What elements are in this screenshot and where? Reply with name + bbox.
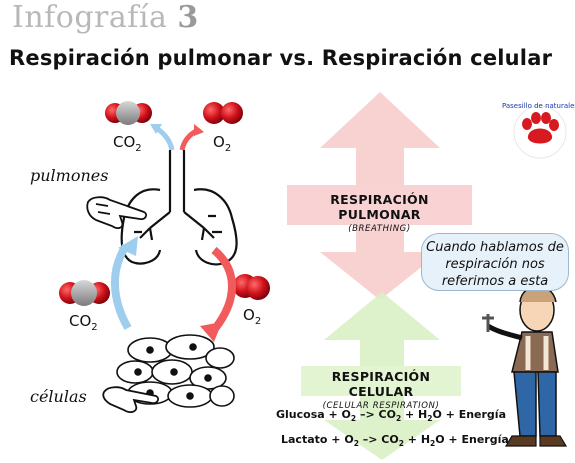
glucose-equation: Glucosa + O2 –> CO2 + H2O + Energía bbox=[276, 408, 506, 424]
logo-paw: Pasesillo de naturales bbox=[502, 102, 575, 159]
blue-co2-arrow bbox=[111, 236, 138, 330]
pointing-hand-lungs bbox=[86, 196, 147, 229]
lungs-label: pulmones bbox=[30, 166, 109, 185]
cells-cluster bbox=[116, 334, 235, 408]
series-label-text: Infografía bbox=[12, 0, 168, 35]
o2-right-label: O2 bbox=[243, 306, 262, 327]
cellular-box-title: RESPIRACIÓN CELULAR bbox=[331, 369, 431, 399]
o2-top-label: O2 bbox=[213, 133, 232, 154]
pointing-hand-cells bbox=[102, 386, 159, 413]
svg-text:Pasesillo de naturales: Pasesillo de naturales bbox=[502, 102, 575, 110]
cellular-box-subtitle: (CELULAR RESPIRATION) bbox=[322, 401, 440, 411]
series-label: Infografía 3 bbox=[12, 0, 199, 35]
red-o2-arrow bbox=[200, 246, 236, 342]
co2-molecule-left bbox=[59, 280, 110, 306]
page-title: Respiración pulmonar vs. Respiración cel… bbox=[9, 46, 553, 70]
o2-molecule-top bbox=[203, 102, 243, 124]
speech-bubble: Cuando hablamos de respiración nos refer… bbox=[421, 233, 569, 291]
co2-molecule-top bbox=[105, 101, 152, 125]
trachea-exchange-arrows bbox=[150, 124, 204, 151]
co2-left-label: CO2 bbox=[69, 312, 98, 333]
co2-top-label: CO2 bbox=[113, 133, 142, 154]
lactate-equation: Lactato + O2 –> CO2 + H2O + Energía bbox=[281, 433, 509, 449]
pulmonary-box: RESPIRACIÓN PULMONAR (BREATHING) bbox=[287, 185, 472, 234]
lungs-outline bbox=[120, 150, 238, 266]
pulmonary-box-subtitle: (BREATHING) bbox=[348, 224, 411, 234]
scientist-figure bbox=[482, 285, 568, 447]
pulmonary-box-title: RESPIRACIÓN PULMONAR bbox=[330, 192, 429, 222]
o2-molecule-right bbox=[233, 274, 270, 300]
cellular-box: RESPIRACIÓN CELULAR (CELULAR RESPIRATION… bbox=[301, 366, 461, 411]
cells-label: células bbox=[30, 387, 87, 406]
series-number: 3 bbox=[177, 0, 199, 35]
